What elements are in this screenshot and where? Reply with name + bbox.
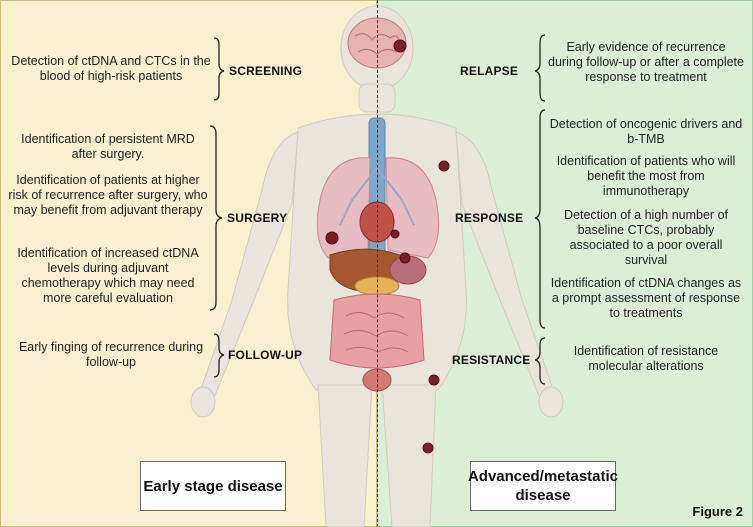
advanced-stage-box-label: Advanced/metastatic disease xyxy=(467,468,619,504)
response-text-4: Identification of ctDNA changes as a pro… xyxy=(550,276,742,320)
resistance-label: RESISTANCE xyxy=(452,353,531,367)
metastasis-markers xyxy=(325,39,450,454)
divider-line xyxy=(377,0,378,527)
surgery-text-3: Identification of increased ctDNA levels… xyxy=(17,246,199,305)
advanced-stage-box: Advanced/metastatic disease xyxy=(467,461,619,511)
early-stage-box-label: Early stage disease xyxy=(143,477,283,495)
followup-label: FOLLOW-UP xyxy=(228,348,303,362)
response-text-1: Detection of oncogenic drivers and b-TMB xyxy=(549,117,743,146)
surgery-text-1: Identification of persistent MRD after s… xyxy=(21,132,195,161)
early-stage-box: Early stage disease xyxy=(140,461,286,511)
response-text-3: Detection of a high number of baseline C… xyxy=(564,208,728,267)
response-label: RESPONSE xyxy=(455,211,524,225)
followup-text: Early finging of recurrence during follo… xyxy=(18,340,204,369)
figure-label: Figure 2 xyxy=(692,504,743,519)
screening-label: SCREENING xyxy=(229,64,303,78)
surgery-label: SURGERY xyxy=(227,211,288,225)
resistance-text: Identification of resistance molecular a… xyxy=(573,344,719,373)
screening-text: Detection of ctDNA and CTCs in the blood… xyxy=(11,54,211,83)
response-text-2: Identification of patients who will bene… xyxy=(556,154,736,198)
brackets xyxy=(209,34,546,385)
relapse-text: Early evidence of recurrence during foll… xyxy=(548,40,744,84)
relapse-label: RELAPSE xyxy=(460,64,519,78)
surgery-text-2: Identification of patients at higher ris… xyxy=(8,173,208,217)
